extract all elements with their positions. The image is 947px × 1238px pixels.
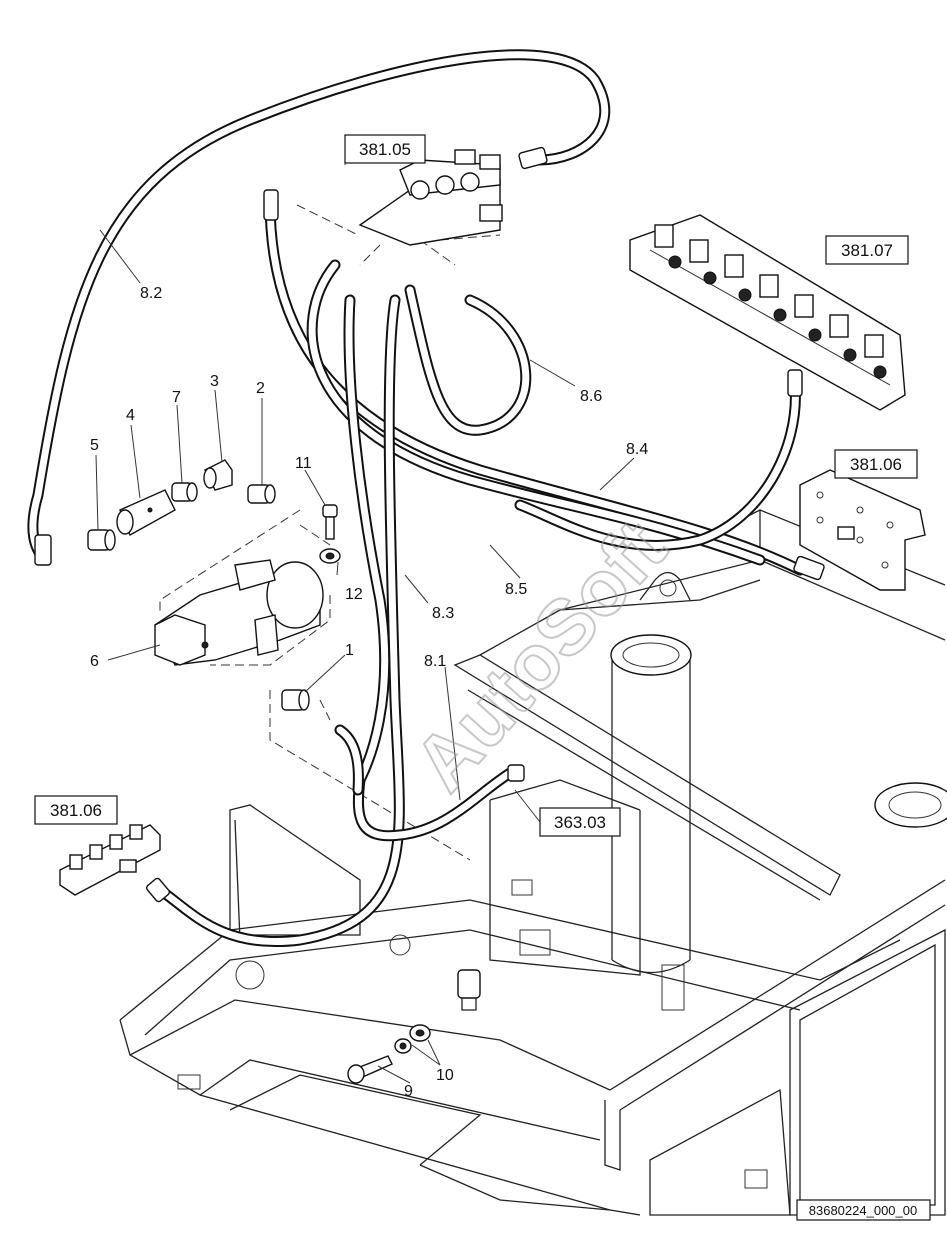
reference-box-381-07: 381.07: [825, 235, 909, 265]
callout-9: 9: [404, 1083, 413, 1100]
reference-box-363-03: 363.03: [539, 807, 621, 837]
callout-1: 1: [345, 642, 354, 659]
ref-381-06-left-text: 381.06: [50, 801, 102, 820]
callout-5: 5: [90, 437, 99, 454]
part-7-fitting: [171, 482, 198, 502]
valve-block-381-05: [358, 149, 503, 246]
callout-labels: 5 4 7 3 2 11 12 6 1 9 10 8.2 8.6 8.4 8.5…: [90, 285, 648, 1100]
leader-lines: [95, 157, 635, 1084]
part-11-bolt: [322, 504, 338, 540]
callout-12: 12: [345, 586, 363, 603]
part-4-valve: [116, 489, 176, 536]
callout-8-2: 8.2: [140, 285, 162, 302]
reference-box-381-06-left: 381.06: [34, 795, 118, 825]
callout-8-5: 8.5: [505, 581, 527, 598]
valve-block-381-07: [629, 214, 906, 411]
manifold-381-06-left: [59, 824, 161, 896]
ref-363-03-text: 363.03: [554, 813, 606, 832]
callout-2: 2: [256, 380, 265, 397]
reference-box-381-05: 381.05: [344, 134, 426, 164]
callout-8-3: 8.3: [432, 605, 454, 622]
assembly-lines: [159, 204, 501, 861]
ref-381-07-text: 381.07: [841, 241, 893, 260]
solenoid-row: [654, 224, 887, 379]
hoses: [27, 49, 825, 947]
part-12-washer: [319, 548, 341, 564]
callout-10: 10: [436, 1067, 454, 1084]
ref-381-06-right-text: 381.06: [850, 455, 902, 474]
callout-8-4: 8.4: [626, 441, 648, 458]
callout-3: 3: [210, 373, 219, 390]
callout-8-1: 8.1: [424, 653, 446, 670]
part-1-fitting: [281, 689, 310, 711]
reference-box-381-06-right: 381.06: [834, 449, 918, 479]
manifold-381-06-right: [799, 469, 926, 591]
callout-8-6: 8.6: [580, 388, 602, 405]
drawing-id-text: 83680224_000_00: [809, 1203, 917, 1218]
part-6-motor: [154, 559, 324, 666]
callout-6: 6: [90, 653, 99, 670]
loose-parts: [87, 459, 341, 711]
callout-7: 7: [172, 389, 181, 406]
part-5-fitting: [87, 529, 116, 551]
part-2-fitting: [247, 484, 276, 504]
ref-381-05-text: 381.05: [359, 140, 411, 159]
drawing-id-box: 83680224_000_00: [796, 1199, 931, 1221]
part-3-elbow: [203, 459, 233, 491]
callout-11: 11: [295, 455, 312, 472]
callout-4: 4: [126, 407, 135, 424]
